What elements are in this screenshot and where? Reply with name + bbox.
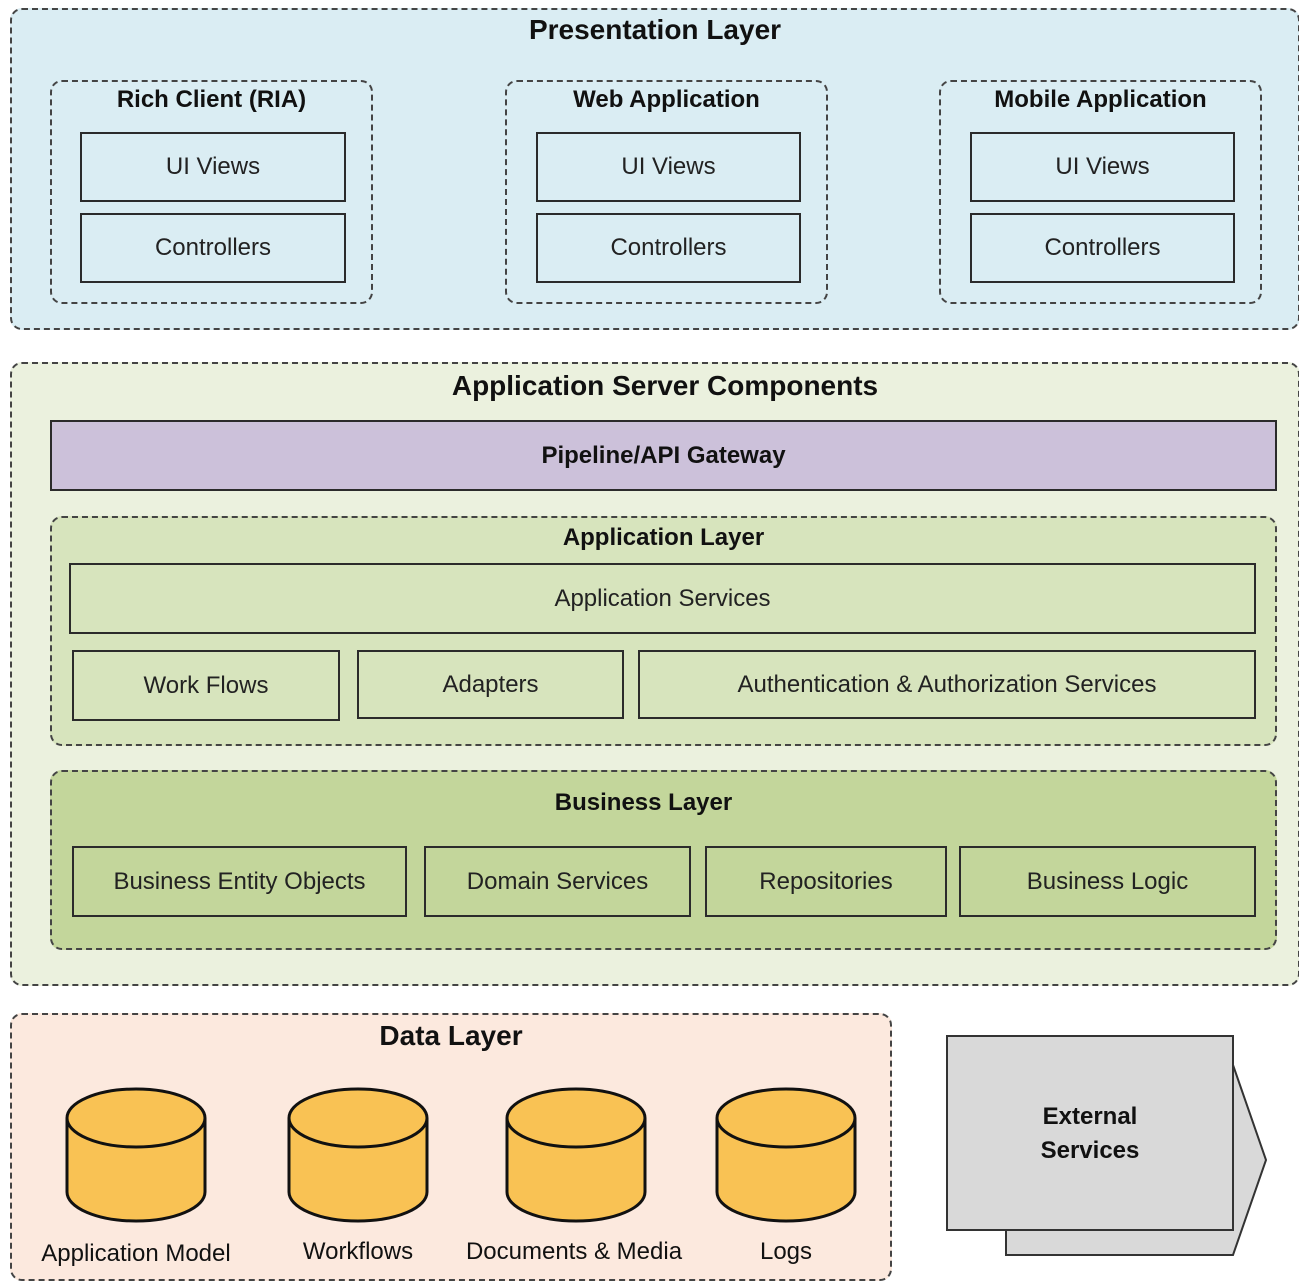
- documents-media-database-icon: [505, 1087, 647, 1223]
- mobile-app-group: [939, 80, 1262, 304]
- rich-client-ui-views: UI Views: [80, 132, 346, 202]
- app-server-title: Application Server Components: [451, 370, 879, 401]
- work-flows: Work Flows: [72, 650, 340, 721]
- presentation-layer-title: Presentation Layer: [528, 14, 782, 45]
- workflows-label: Workflows: [302, 1238, 414, 1265]
- web-app-ui-views: UI Views: [536, 132, 801, 202]
- application-layer: [50, 516, 1277, 746]
- rich-client-controllers: Controllers: [80, 213, 346, 283]
- business-layer-title: Business Layer: [554, 789, 733, 816]
- web-app-controllers: Controllers: [536, 213, 801, 283]
- web-app-title: Web Application: [573, 86, 760, 113]
- logs-label: Logs: [759, 1238, 813, 1265]
- rich-client-group: [50, 80, 373, 304]
- business-entity-objects: Business Entity Objects: [72, 846, 407, 917]
- external-services-line2: Services: [1040, 1137, 1140, 1164]
- mobile-app-ui-views: UI Views: [970, 132, 1235, 202]
- data-layer-title: Data Layer: [379, 1020, 523, 1051]
- presentation-layer: [10, 8, 1299, 330]
- external-services-shape: [946, 1035, 1268, 1256]
- logs-database-icon: [715, 1087, 857, 1223]
- web-app-group: [505, 80, 828, 304]
- documents-media-label: Documents & Media: [465, 1238, 683, 1265]
- business-logic: Business Logic: [959, 846, 1256, 917]
- mobile-app-controllers: Controllers: [970, 213, 1235, 283]
- application-layer-title: Application Layer: [562, 524, 765, 551]
- repositories: Repositories: [705, 846, 947, 917]
- application-model-label: Application Model: [41, 1240, 231, 1267]
- api-gateway: Pipeline/API Gateway: [50, 420, 1277, 491]
- auth-services: Authentication & Authorization Services: [638, 650, 1256, 719]
- workflows-database-icon: [287, 1087, 429, 1223]
- external-services-label: External Services: [947, 1100, 1233, 1168]
- application-model-database-icon: [65, 1087, 207, 1223]
- rich-client-title: Rich Client (RIA): [116, 86, 307, 113]
- application-services: Application Services: [69, 563, 1256, 634]
- external-services-line1: External: [1042, 1103, 1138, 1130]
- business-layer: [50, 770, 1277, 950]
- mobile-app-title: Mobile Application: [994, 86, 1207, 113]
- adapters: Adapters: [357, 650, 624, 719]
- domain-services: Domain Services: [424, 846, 691, 917]
